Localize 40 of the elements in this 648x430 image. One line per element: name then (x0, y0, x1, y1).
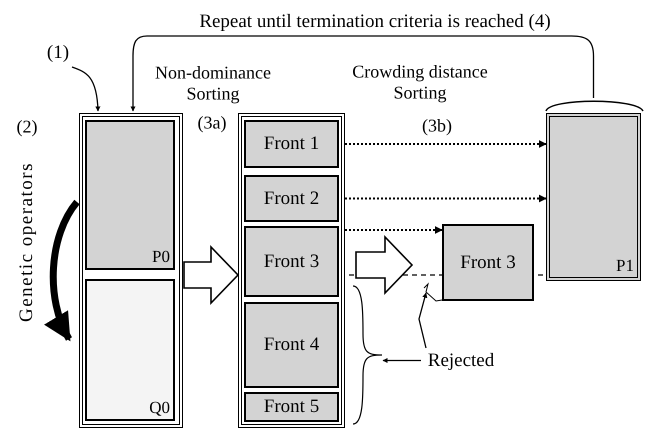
box-label: P0 (152, 247, 170, 267)
dotted-arrow (345, 194, 547, 202)
arrow (72, 66, 100, 112)
curly-brace (353, 285, 383, 425)
loop-arrow (130, 35, 594, 112)
front-box (244, 392, 339, 422)
box-label: P1 (616, 256, 634, 276)
box-label: Front 3 (264, 250, 320, 272)
leader-line (382, 358, 421, 364)
annotation-text: Non-dominance Sorting (154, 62, 272, 104)
annotation-text: (3b) (421, 116, 453, 136)
box-label: Q0 (149, 398, 170, 418)
population-box (238, 113, 345, 428)
front-box (244, 120, 339, 168)
block-arrow (355, 235, 414, 295)
front-box (244, 226, 339, 297)
front-box (442, 224, 534, 301)
box-label: Front 2 (264, 188, 320, 210)
dotted-arrow (345, 226, 443, 234)
box-label: Front 1 (264, 133, 320, 155)
population-box (85, 279, 175, 421)
front-box (244, 175, 339, 222)
box-label: Front 5 (264, 396, 320, 418)
annotation-text: (3a) (196, 112, 228, 134)
callout-text: Rejected (428, 350, 494, 372)
annotation-text: Crowding distance Sorting (351, 61, 489, 103)
block-arrow (183, 245, 240, 305)
edge-label: Repeat until termination criteria is reached (4) (199, 11, 551, 33)
population-box (85, 120, 175, 270)
leader-line (418, 292, 428, 348)
curved-arrow (44, 200, 80, 342)
box-label: Front 4 (264, 334, 320, 356)
edge-label: Genetic operators (16, 162, 38, 322)
box-label: Front 3 (460, 252, 516, 274)
population-box (79, 113, 183, 428)
front-box (244, 302, 339, 388)
population-box (546, 113, 641, 281)
dotted-arrow (345, 140, 547, 148)
callout-text: (1) (46, 42, 70, 64)
annotation-text: (2) (16, 116, 38, 138)
